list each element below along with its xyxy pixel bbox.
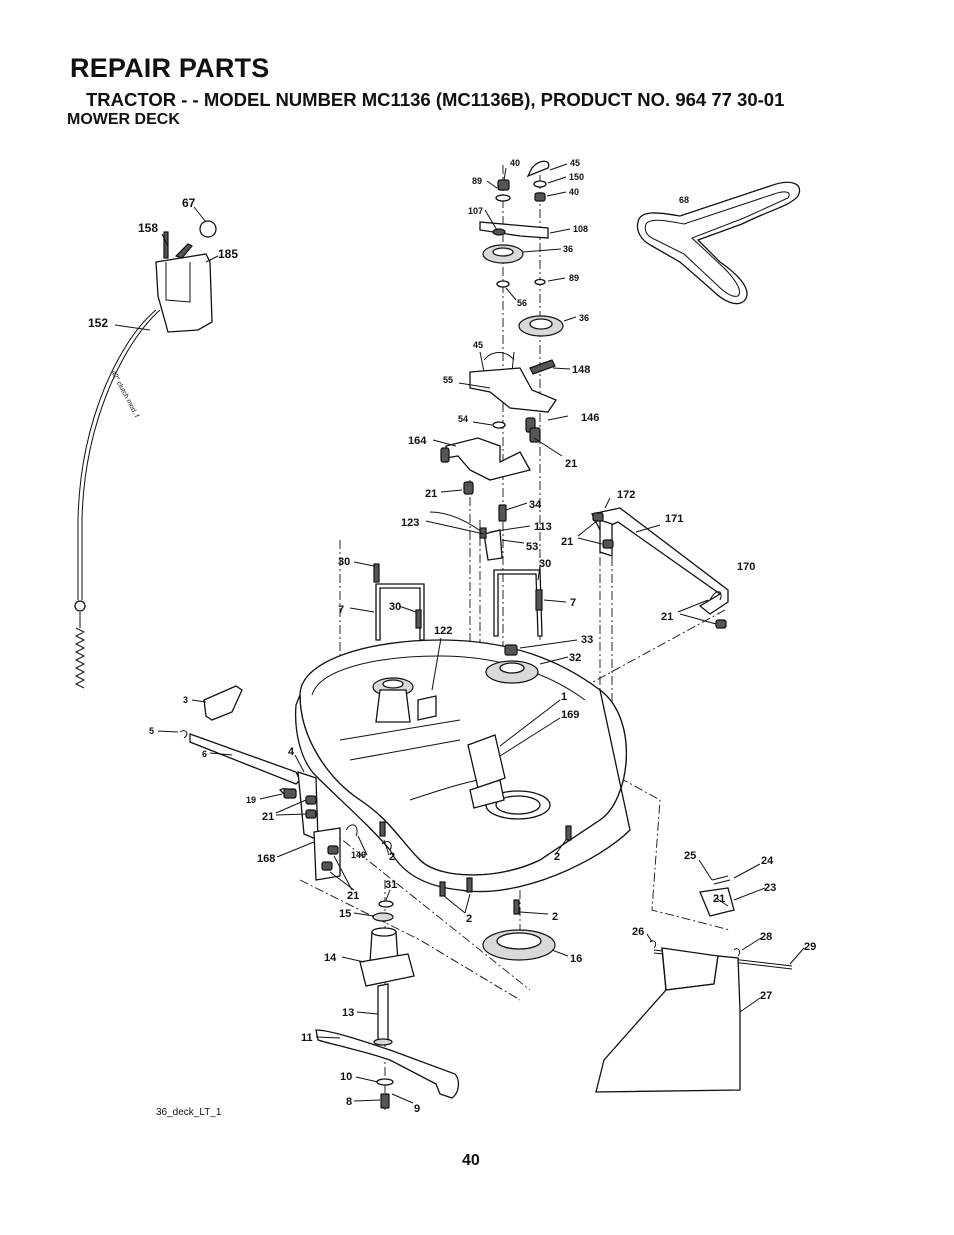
callout-16: 16: [570, 953, 582, 965]
callout-25: 25: [684, 850, 696, 862]
callout-1: 1: [561, 691, 567, 703]
callout-8: 8: [346, 1096, 352, 1108]
callout-164: 164: [408, 435, 427, 447]
clutch-control-cable: [74, 220, 217, 689]
callout-56: 56: [517, 298, 527, 308]
callout-54: 54: [458, 414, 468, 424]
blade-spindle-assembly: [315, 900, 556, 1109]
callout-10: 10: [340, 1071, 352, 1083]
mower-deck-housing: [294, 639, 631, 893]
callout-labels: 40 45 89 150 40 107 108 36 89 56 36 68 6…: [88, 158, 816, 1115]
callout-15: 15: [339, 908, 351, 920]
idler-bracket-assembly: [429, 351, 569, 561]
callout-27: 27: [760, 990, 772, 1002]
callout-107: 107: [468, 206, 483, 216]
callout-152: 152: [88, 316, 108, 330]
callout-31: 31: [385, 879, 397, 891]
callout-2: 2: [389, 851, 395, 863]
callout-21: 21: [262, 811, 274, 823]
callout-2: 2: [466, 913, 472, 925]
callout-14: 14: [324, 952, 337, 964]
callout-21: 21: [661, 611, 673, 623]
callout-30: 30: [539, 558, 551, 570]
callout-40: 40: [510, 158, 520, 168]
callout-9: 9: [414, 1103, 420, 1115]
callout-150: 150: [569, 172, 584, 182]
belt-guides: [373, 563, 543, 641]
left-bracket: [313, 821, 392, 881]
callout-30: 30: [338, 556, 350, 568]
callout-11: 11: [301, 1032, 313, 1044]
callout-146: 146: [581, 412, 599, 424]
callout-21: 21: [561, 536, 573, 548]
deck-bolts: [439, 825, 572, 915]
idler-hardware-stack: [479, 160, 564, 337]
callout-53: 53: [526, 541, 538, 553]
callout-29: 29: [804, 941, 816, 953]
callout-5: 5: [149, 726, 154, 736]
callout-113: 113: [534, 521, 552, 533]
callout-21: 21: [425, 488, 437, 500]
callout-2: 2: [552, 911, 558, 923]
callout-23: 23: [764, 882, 776, 894]
callout-3: 3: [183, 695, 188, 705]
callout-122: 122: [434, 625, 452, 637]
section-title: MOWER DECK: [67, 111, 180, 128]
callout-68: 68: [679, 195, 689, 205]
callout-45: 45: [570, 158, 580, 168]
callout-158: 158: [138, 221, 158, 235]
callout-7: 7: [570, 597, 576, 609]
callout-108: 108: [573, 224, 588, 234]
callout-148: 148: [572, 364, 590, 376]
page-title: REPAIR PARTS: [70, 53, 270, 83]
discharge-chute-assembly: [595, 875, 793, 1093]
callout-170: 170: [737, 561, 755, 573]
callout-2: 2: [554, 851, 560, 863]
model-subtitle: TRACTOR - - MODEL NUMBER MC1136 (MC1136B…: [86, 89, 785, 110]
callout-6: 6: [202, 749, 207, 759]
callout-4: 4: [288, 746, 295, 758]
callout-33: 33: [581, 634, 593, 646]
cable-note: 42" clutch mod. f: [109, 370, 140, 419]
callout-32: 32: [569, 652, 581, 664]
callout-21: 21: [565, 458, 577, 470]
callout-21: 21: [347, 890, 359, 902]
callout-34: 34: [529, 499, 542, 511]
page-number: 40: [462, 1152, 480, 1169]
callout-13: 13: [342, 1007, 354, 1019]
callout-149: 149: [351, 850, 366, 860]
callout-45: 45: [473, 340, 483, 350]
callout-169: 169: [561, 709, 579, 721]
callout-185: 185: [218, 247, 238, 261]
callout-7: 7: [338, 604, 344, 616]
callout-21: 21: [713, 893, 725, 905]
leader-lines: [114, 163, 805, 1104]
deck-spindle-pulley: [372, 644, 539, 723]
drive-belt: [636, 181, 801, 305]
callout-30: 30: [389, 601, 401, 613]
callout-171: 171: [665, 513, 683, 525]
callout-172: 172: [617, 489, 635, 501]
callout-168: 168: [257, 853, 275, 865]
drawing-id: 36_deck_LT_1: [156, 1107, 222, 1118]
deck-lift-arm: [591, 507, 729, 629]
callout-67: 67: [182, 196, 196, 210]
callout-26: 26: [632, 926, 644, 938]
callout-19: 19: [246, 795, 256, 805]
callout-36: 36: [563, 244, 573, 254]
callout-89: 89: [569, 273, 579, 283]
callout-28: 28: [760, 931, 772, 943]
callout-89: 89: [472, 176, 482, 186]
callout-55: 55: [443, 375, 453, 385]
callout-40: 40: [569, 187, 579, 197]
callout-36: 36: [579, 313, 589, 323]
callout-123: 123: [401, 517, 419, 529]
callout-24: 24: [761, 855, 774, 867]
